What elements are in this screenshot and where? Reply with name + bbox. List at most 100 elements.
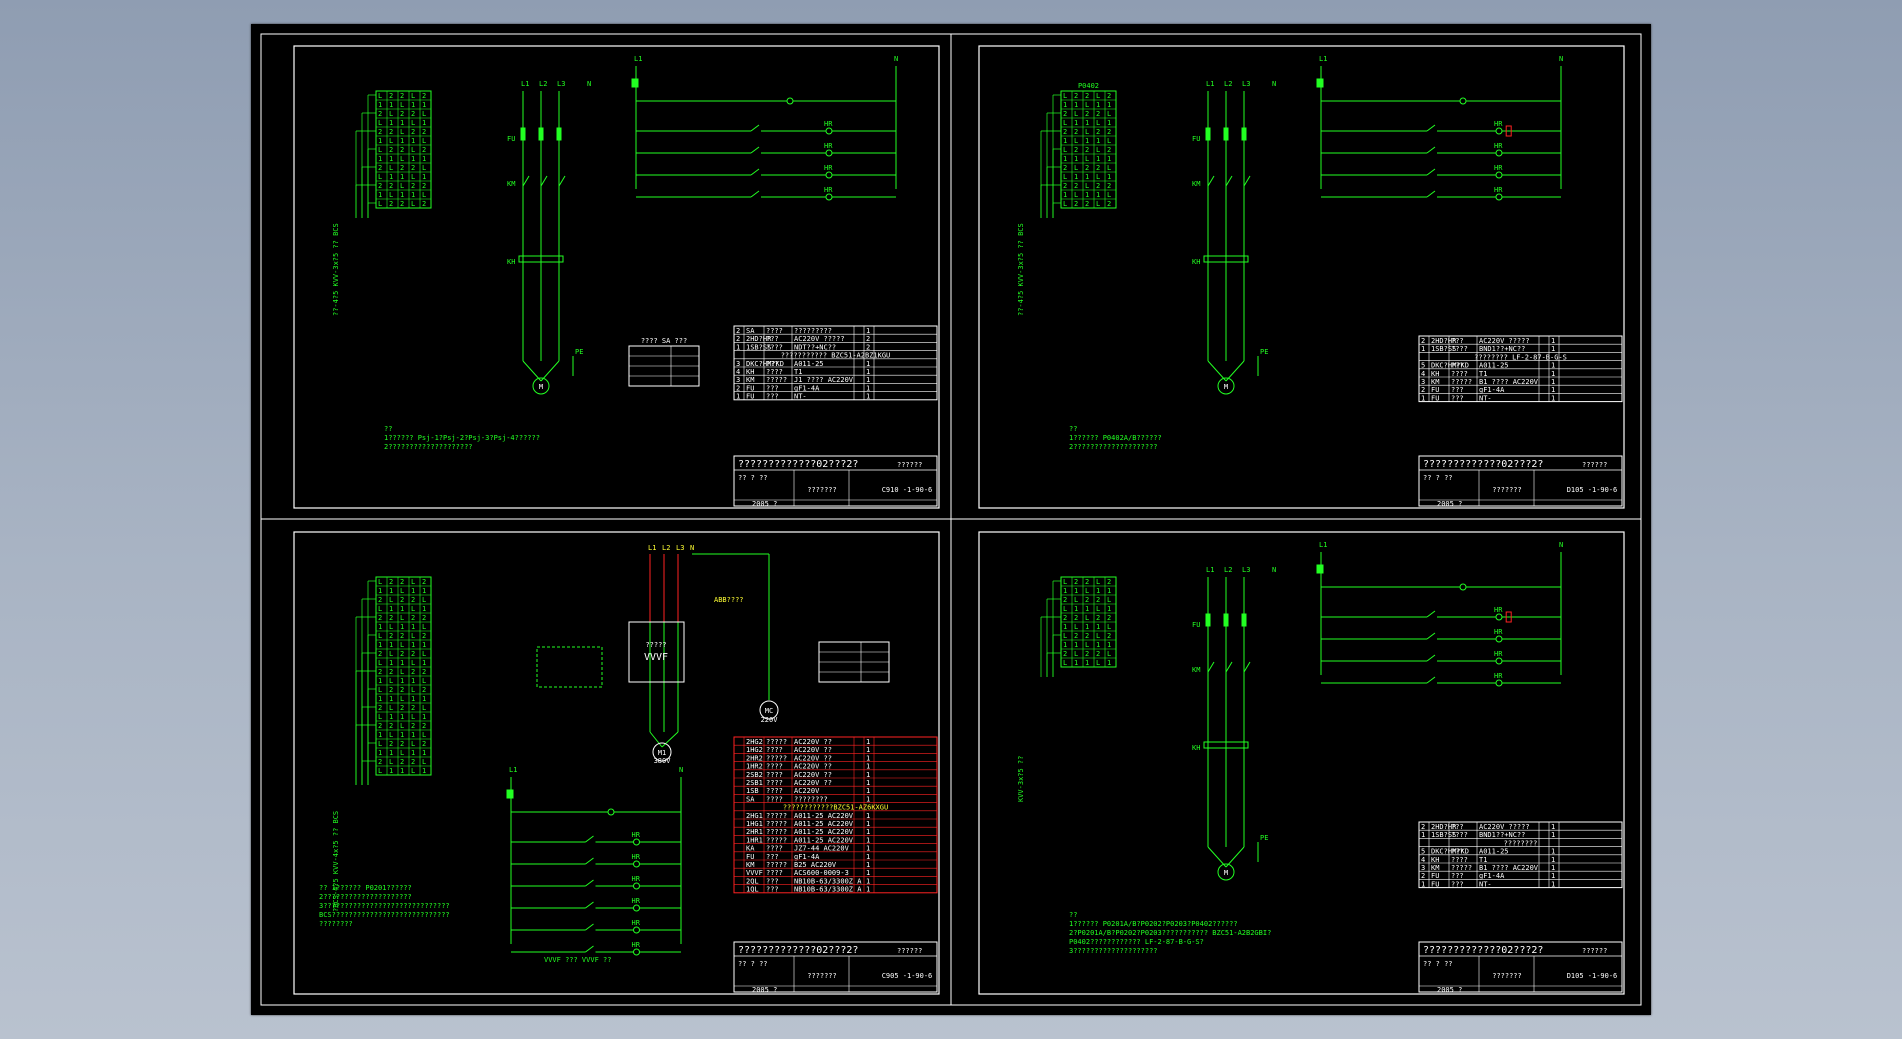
terminal-label: L <box>422 596 426 604</box>
terminal-label: 2 <box>1096 110 1100 118</box>
terminal-label: 2 <box>411 128 415 136</box>
terminal-label: 1 <box>389 155 393 163</box>
parts-spec: B25 AC220V <box>794 861 837 869</box>
terminal-label: 1 <box>378 641 382 649</box>
parts-spec: B1 ???? AC220V <box>1479 864 1539 872</box>
note-line: 1?????? P0201A/B?P0202?P0203?P0402?????? <box>1069 920 1238 928</box>
pe-label: PE <box>1260 348 1268 356</box>
parts-qty: 1 <box>866 376 870 384</box>
terminal-label: 1 <box>378 155 382 163</box>
parts-spec: ACS600-0009-3 <box>794 869 849 877</box>
parts-spec: A011-25 AC220V <box>794 836 854 844</box>
motor-m1-label: M1 <box>658 749 666 757</box>
remark-label: ABB???? <box>714 596 744 604</box>
parts-code: SA <box>746 795 755 803</box>
parts-spec: ????????? <box>794 327 832 335</box>
terminal-label: 1 <box>389 695 393 703</box>
terminal-label: 1 <box>422 695 426 703</box>
terminal-label: 1 <box>1063 623 1067 631</box>
fuse <box>1205 613 1211 627</box>
terminal-label: 1 <box>378 101 382 109</box>
terminal-label: L <box>1096 659 1100 667</box>
terminal-label: L <box>1074 650 1078 658</box>
terminal-label: L <box>378 659 382 667</box>
ctrl-fuse <box>506 789 514 799</box>
motor-symbol <box>532 377 550 395</box>
terminal-label: 1 <box>422 749 426 757</box>
parts-qty: 1 <box>866 393 870 401</box>
lamp-icon <box>786 97 794 105</box>
parts-spec: B1 ???? AC220V <box>1479 378 1539 386</box>
parts-spec: AC220V ?? <box>794 779 832 787</box>
parts-code: 1SB <box>746 787 759 795</box>
lamp-label: HR <box>1494 186 1503 194</box>
parts-code: 2SB2 <box>746 771 763 779</box>
switch-contact <box>585 923 594 931</box>
parts-spec: AC220V ????? <box>1479 337 1530 345</box>
switch-contact <box>585 835 594 843</box>
parts-qty: 1 <box>866 845 870 853</box>
terminal-label: 1 <box>1096 191 1100 199</box>
parts-spec: gF1-4A <box>1479 386 1505 394</box>
parts-qty: 1 <box>866 853 870 861</box>
terminal-label: 1 <box>1074 659 1078 667</box>
terminal-label: 1 <box>1096 587 1100 595</box>
terminal-label: 2 <box>389 740 393 748</box>
parts-no: 3 <box>1421 378 1425 386</box>
parts-section: ??????????? BZC51-A2BZ1KGU <box>781 352 891 360</box>
terminal-label: 2 <box>1085 200 1089 208</box>
terminal-label: 1 <box>1107 605 1111 613</box>
lamp-icon <box>1495 635 1503 643</box>
power-label-L3: L3 <box>1242 566 1250 574</box>
terminal-label: 1 <box>1085 137 1089 145</box>
terminal-label: 2 <box>1085 146 1089 154</box>
terminal-label: 2 <box>1085 578 1089 586</box>
terminal-label: 1 <box>1063 137 1067 145</box>
parts-code: KM <box>746 861 754 869</box>
parts-qty: 1 <box>1551 872 1555 880</box>
parts-name: ????? <box>1451 378 1472 386</box>
power-label-L1: L1 <box>1206 566 1214 574</box>
terminal-label: L <box>1085 155 1089 163</box>
power-label-L1: L1 <box>648 544 656 552</box>
power-label-N: N <box>1272 566 1276 574</box>
parts-code: 1SB?SS <box>746 343 771 351</box>
terminal-label: 2 <box>1107 200 1111 208</box>
parts-name: ????? <box>766 820 787 828</box>
terminal-label: 1 <box>400 173 404 181</box>
contactor-contact <box>522 175 530 187</box>
lamp-icon <box>1495 149 1503 157</box>
lamp-label: HR <box>1494 120 1503 128</box>
terminal-label: 2 <box>1063 110 1067 118</box>
terminal-label: L <box>422 731 426 739</box>
terminal-label: 2 <box>400 164 404 172</box>
terminal-label: 2 <box>389 686 393 694</box>
terminal-label: L <box>378 200 382 208</box>
terminal-label: 1 <box>389 605 393 613</box>
terminal-label: 2 <box>378 722 382 730</box>
terminal-label: 2 <box>1107 146 1111 154</box>
parts-spec: NB10B-63/3300Z A <box>794 877 862 885</box>
lamp-icon <box>1495 171 1503 179</box>
terminal-label: L <box>400 182 404 190</box>
parts-name: ??? <box>1451 823 1464 831</box>
terminal-label: L <box>1063 605 1067 613</box>
motor-mc-label: MC <box>765 707 773 715</box>
terminal-label: 1 <box>1085 191 1089 199</box>
title-name: ??????? <box>1492 486 1522 494</box>
terminal-label: 2 <box>422 632 426 640</box>
kh-label: KH <box>1192 744 1200 752</box>
terminal-label: 1 <box>422 587 426 595</box>
parts-qty: 1 <box>866 384 870 392</box>
terminal-label: 2 <box>400 650 404 658</box>
fuse <box>1205 127 1211 141</box>
lamp-icon <box>825 171 833 179</box>
terminal-label: L <box>411 740 415 748</box>
parts-qty: 1 <box>1551 386 1555 394</box>
parts-qty: 1 <box>866 812 870 820</box>
terminal-label: 2 <box>1107 614 1111 622</box>
terminal-label: L <box>1063 578 1067 586</box>
parts-spec: AC220V ?? <box>794 754 832 762</box>
